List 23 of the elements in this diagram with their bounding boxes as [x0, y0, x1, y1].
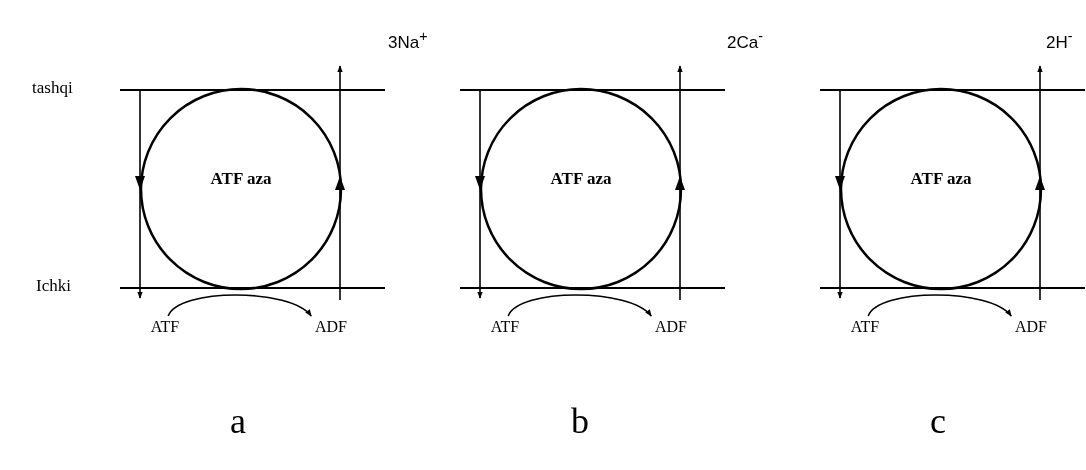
- molecule-label: ADF: [315, 318, 347, 336]
- reaction-arrow: [507, 294, 652, 317]
- reaction-arrow: [167, 294, 312, 317]
- side-label: Ichki: [36, 276, 71, 296]
- side-label: tashqi: [32, 78, 73, 98]
- molecule-label: ATF: [850, 318, 880, 336]
- ion-label: 3Na$^{+}$: [388, 28, 428, 53]
- ion-label: 2Ca$^{-}$: [727, 28, 763, 53]
- panel-letter: a: [230, 400, 246, 442]
- pump-circle: [840, 88, 1042, 290]
- pump-circle: [140, 88, 342, 290]
- reaction-arrow: [867, 294, 1012, 317]
- panel-letter: b: [571, 400, 589, 442]
- molecule-label: ATF: [150, 318, 180, 336]
- enzyme-label: ATF aza: [210, 169, 272, 189]
- panel-letter: c: [930, 400, 946, 442]
- molecule-label: ATF: [490, 318, 520, 336]
- pump-circle: [480, 88, 682, 290]
- enzyme-label: ATF aza: [910, 169, 972, 189]
- enzyme-label: ATF aza: [550, 169, 612, 189]
- molecule-label: ADF: [655, 318, 687, 336]
- ion-label: 2H$^{-}$: [1046, 28, 1073, 53]
- molecule-label: ADF: [1015, 318, 1047, 336]
